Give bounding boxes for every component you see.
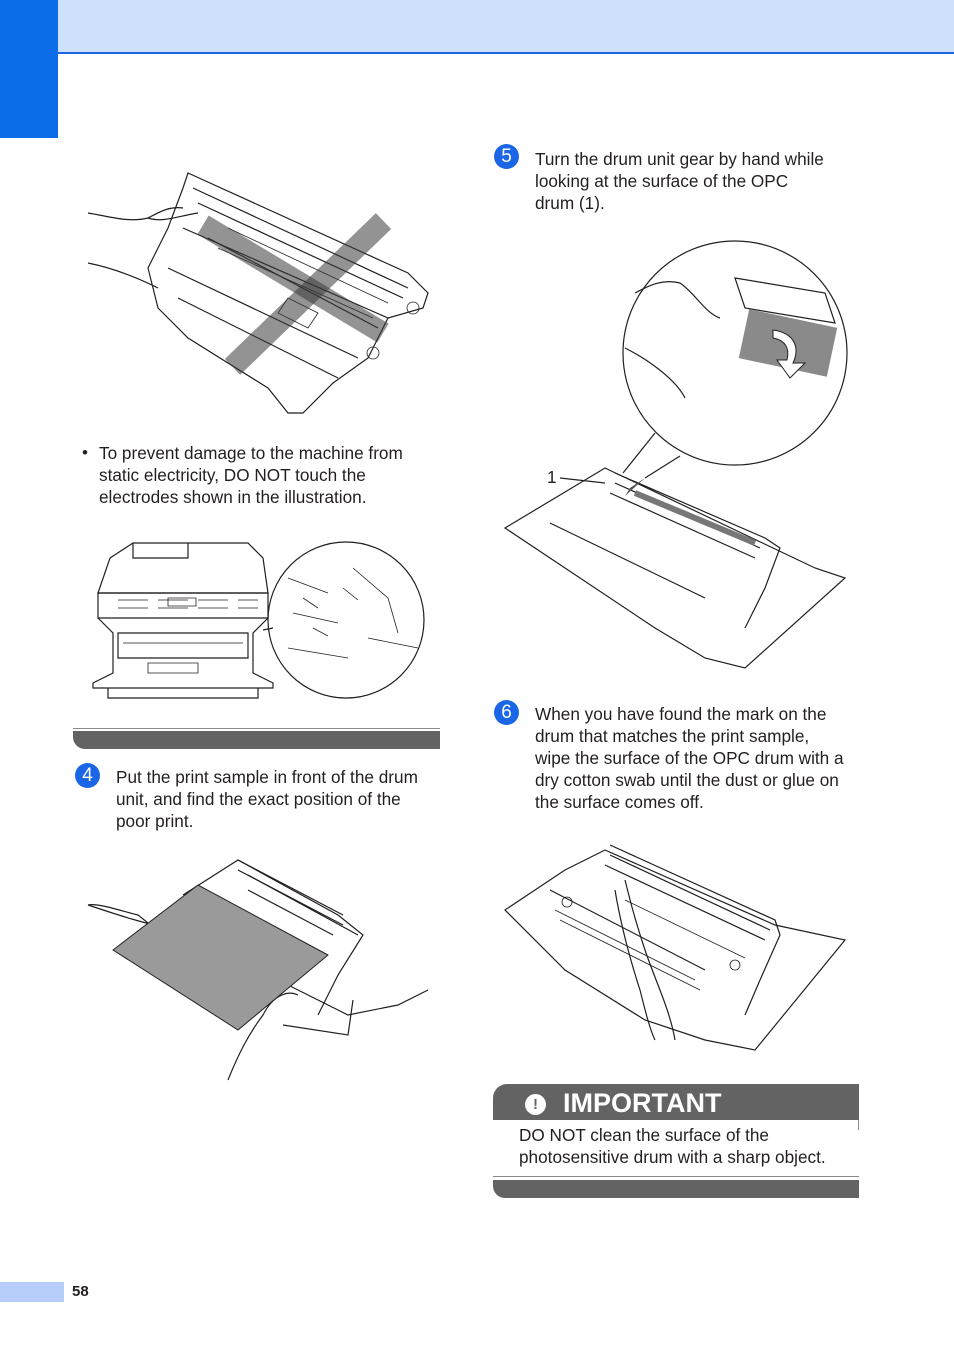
important-header: [493, 1084, 859, 1120]
exclamation-icon: !: [525, 1094, 546, 1115]
step-4-badge: 4: [75, 763, 100, 788]
step-6-text: When you have found the mark on the drum…: [535, 703, 865, 813]
step-6-line-2: drum that matches the print sample,: [535, 726, 810, 746]
step-6-line-1: When you have found the mark on the: [535, 704, 827, 724]
bullet-line-2: static electricity, DO NOT touch the: [99, 465, 366, 485]
header-band: [58, 0, 954, 54]
bullet-paragraph: To prevent damage to the machine from st…: [99, 442, 439, 508]
drum-unit-do-not-touch-illustration: [87, 172, 429, 414]
step-6-line-4: dry cotton swab until the dust or glue o…: [535, 770, 839, 790]
page-number: 58: [72, 1283, 89, 1300]
page-number-tab: [0, 1282, 64, 1302]
important-line-2: photosensitive drum with a sharp object.: [519, 1147, 826, 1167]
step-5-line-1: Turn the drum unit gear by hand while: [535, 149, 824, 169]
step-4-line-3: poor print.: [116, 811, 194, 831]
important-title: IMPORTANT: [563, 1088, 722, 1118]
important-side-rule: [858, 1120, 859, 1130]
step-6-line-5: the surface comes off.: [535, 792, 704, 812]
section-bar: [73, 731, 440, 749]
step-5-line-2: looking at the surface of the OPC: [535, 171, 789, 191]
machine-electrodes-illustration: [92, 541, 425, 699]
important-body: DO NOT clean the surface of the photosen…: [519, 1124, 859, 1168]
print-sample-on-drum-illustration: [87, 859, 429, 1081]
wipe-drum-illustration: [504, 844, 847, 1051]
bullet-line-1: To prevent damage to the machine from: [99, 443, 403, 463]
step-5-badge: 5: [494, 144, 519, 169]
step-5-text: Turn the drum unit gear by hand while lo…: [535, 148, 865, 214]
important-footer-bar: [493, 1180, 859, 1198]
step-5-line-3: drum (1).: [535, 193, 605, 213]
step-4-text: Put the print sample in front of the dru…: [116, 766, 446, 832]
important-line-1: DO NOT clean the surface of the: [519, 1125, 769, 1145]
drum-gear-turning-illustration: [503, 240, 848, 669]
step-6-line-3: wipe the surface of the OPC drum with a: [535, 748, 844, 768]
section-rule: [73, 728, 440, 729]
bullet-marker: •: [82, 443, 88, 462]
step-6-badge: 6: [494, 700, 519, 725]
chapter-tab: [0, 0, 58, 138]
callout-label-1: 1: [547, 467, 557, 487]
important-rule: [493, 1176, 859, 1177]
step-4-line-1: Put the print sample in front of the dru…: [116, 767, 418, 787]
bullet-line-3: electrodes shown in the illustration.: [99, 487, 367, 507]
step-4-line-2: unit, and find the exact position of the: [116, 789, 401, 809]
